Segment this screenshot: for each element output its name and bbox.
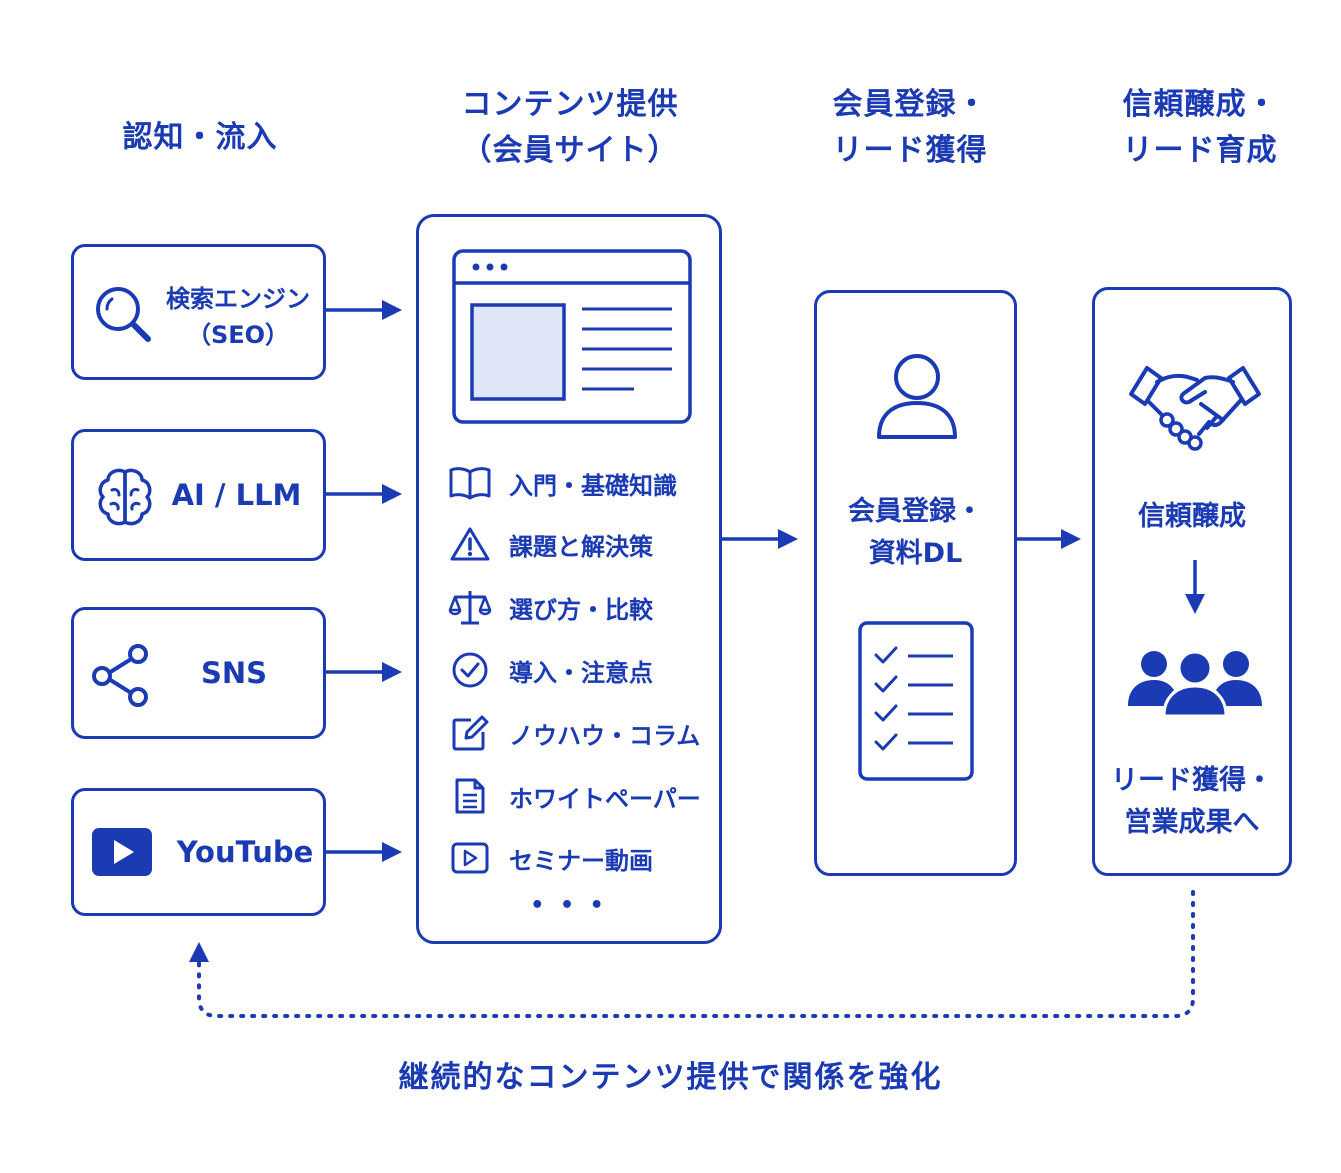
column-header-content: コンテンツ提供 （会員サイト） (420, 82, 720, 174)
group-icon (1128, 650, 1262, 718)
scale-icon (448, 586, 492, 628)
content-item-column: ノウハウ・コラム (449, 711, 700, 755)
content-more-ellipsis: • • • (530, 893, 608, 918)
content-item-label: ノウハウ・コラム (509, 721, 701, 750)
source-box-sns: SNS (71, 607, 326, 739)
column-header-content-line2: （会員サイト） (461, 133, 679, 168)
trust-box-bottom-line1: リード獲得・ (1111, 765, 1273, 796)
source-box-search: 検索エンジン （SEO） (71, 244, 326, 380)
column-header-trust-line1: 信頼醸成・ (1122, 87, 1278, 122)
check-circle-icon (449, 649, 491, 691)
search-icon (96, 287, 151, 342)
webpage-icon (452, 249, 692, 424)
trust-box: 信頼醸成 リード獲得・ 営業成果へ (1092, 287, 1292, 876)
arrow-down-icon (1185, 560, 1205, 614)
column-header-member: 会員登録・ リード獲得 (800, 82, 1020, 174)
column-header-member-line2: リード獲得 (832, 133, 988, 168)
content-item-label: セミナー動画 (509, 846, 653, 875)
member-box-label-line1: 会員登録・ (848, 496, 983, 527)
content-item-compare: 選び方・比較 (448, 585, 653, 629)
source-label-search-line1: 検索エンジン (166, 285, 310, 313)
source-label-youtube: YouTube (176, 835, 314, 869)
member-box: 会員登録・ 資料DL (814, 290, 1017, 876)
content-item-basics: 入門・基礎知識 (449, 461, 677, 505)
arrow-member-to-trust (1017, 529, 1081, 549)
content-box: 入門・基礎知識 課題と解決策 (416, 214, 722, 944)
source-box-ai: AI / LLM (71, 429, 326, 561)
content-item-label: 入門・基礎知識 (509, 471, 677, 500)
source-label-search-line2: （SEO） (186, 321, 290, 349)
user-icon (877, 354, 957, 439)
trust-box-bottom-line2: 営業成果へ (1124, 807, 1260, 838)
content-item-seminar: セミナー動画 (449, 836, 653, 880)
arrow-source-to-content-2 (326, 484, 402, 504)
content-item-introduction: 導入・注意点 (449, 648, 653, 692)
column-header-awareness: 認知・流入 (122, 120, 278, 155)
source-label-search: 検索エンジン （SEO） (158, 281, 318, 353)
column-header-member-line1: 会員登録・ (832, 87, 988, 122)
content-item-issues: 課題と解決策 (449, 522, 653, 566)
column-header-content-line1: コンテンツ提供 (461, 87, 679, 122)
trust-box-top-label: 信頼醸成 (1138, 501, 1246, 532)
arrow-source-to-content-4 (326, 842, 402, 862)
footer-caption: 継続的なコンテンツ提供で関係を強化 (398, 1060, 943, 1095)
member-box-label-line2: 資料DL (868, 538, 963, 569)
member-box-label: 会員登録・ 資料DL (817, 491, 1014, 575)
trust-box-bottom-label: リード獲得・ 営業成果へ (1095, 760, 1289, 844)
edit-icon (449, 712, 491, 754)
arrow-content-to-member (722, 529, 798, 549)
content-item-label: 選び方・比較 (509, 595, 653, 624)
warning-icon (449, 523, 491, 565)
open-book-icon (449, 462, 491, 504)
column-header-trust-line2: リード育成 (1122, 133, 1278, 168)
arrow-source-to-content-1 (326, 300, 402, 320)
arrow-source-to-content-3 (326, 662, 402, 682)
document-icon (449, 775, 491, 817)
brain-icon (98, 468, 152, 526)
content-item-label: ホワイトペーパー (509, 784, 701, 813)
checklist-icon (858, 621, 974, 781)
video-play-icon (449, 837, 491, 879)
content-item-label: 課題と解決策 (509, 532, 653, 561)
source-box-youtube: YouTube (71, 788, 326, 916)
content-item-whitepaper: ホワイトペーパー (449, 774, 701, 818)
source-label-sns: SNS (200, 656, 268, 690)
source-label-ai: AI / LLM (171, 478, 302, 512)
youtube-play-icon (92, 828, 152, 876)
column-header-trust: 信頼醸成・ リード育成 (1090, 82, 1310, 174)
share-icon (92, 644, 148, 707)
content-item-label: 導入・注意点 (509, 658, 653, 687)
handshake-icon (1129, 366, 1261, 451)
